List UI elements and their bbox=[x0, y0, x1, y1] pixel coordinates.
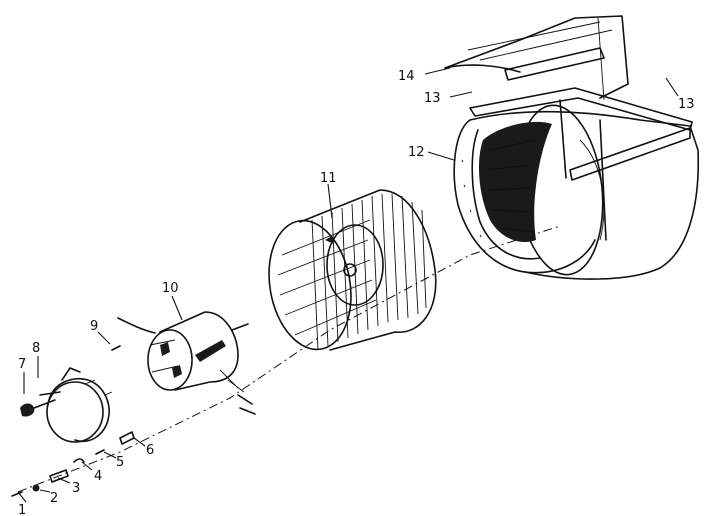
callout-3: 3 bbox=[72, 481, 80, 496]
callout-13-right: 13 bbox=[678, 97, 695, 112]
callout-9: 9 bbox=[90, 319, 98, 334]
callout-11: 11 bbox=[320, 171, 337, 186]
motor-mount-band bbox=[20, 367, 113, 443]
callout-10: 10 bbox=[162, 281, 179, 296]
callout-4: 4 bbox=[94, 469, 102, 484]
callout-8: 8 bbox=[32, 341, 40, 356]
callout-12: 12 bbox=[408, 145, 425, 160]
blower-housing bbox=[453, 87, 700, 280]
callout-1: 1 bbox=[18, 503, 26, 516]
callout-leaders bbox=[17, 67, 679, 503]
callout-6: 6 bbox=[146, 443, 154, 458]
assembly-axis-line bbox=[17, 225, 561, 493]
callout-labels: 1 2 3 4 5 6 7 8 9 10 11 12 13 13 14 bbox=[18, 69, 695, 516]
mounting-hardware bbox=[11, 345, 135, 497]
top-cover-panel bbox=[444, 15, 629, 101]
callout-7: 7 bbox=[18, 357, 26, 372]
callout-14: 14 bbox=[398, 69, 415, 84]
callout-13-left: 13 bbox=[424, 91, 441, 106]
blower-wheel bbox=[268, 189, 437, 351]
callout-2: 2 bbox=[50, 491, 58, 506]
callout-5: 5 bbox=[116, 455, 124, 470]
blower-motor bbox=[117, 311, 256, 415]
